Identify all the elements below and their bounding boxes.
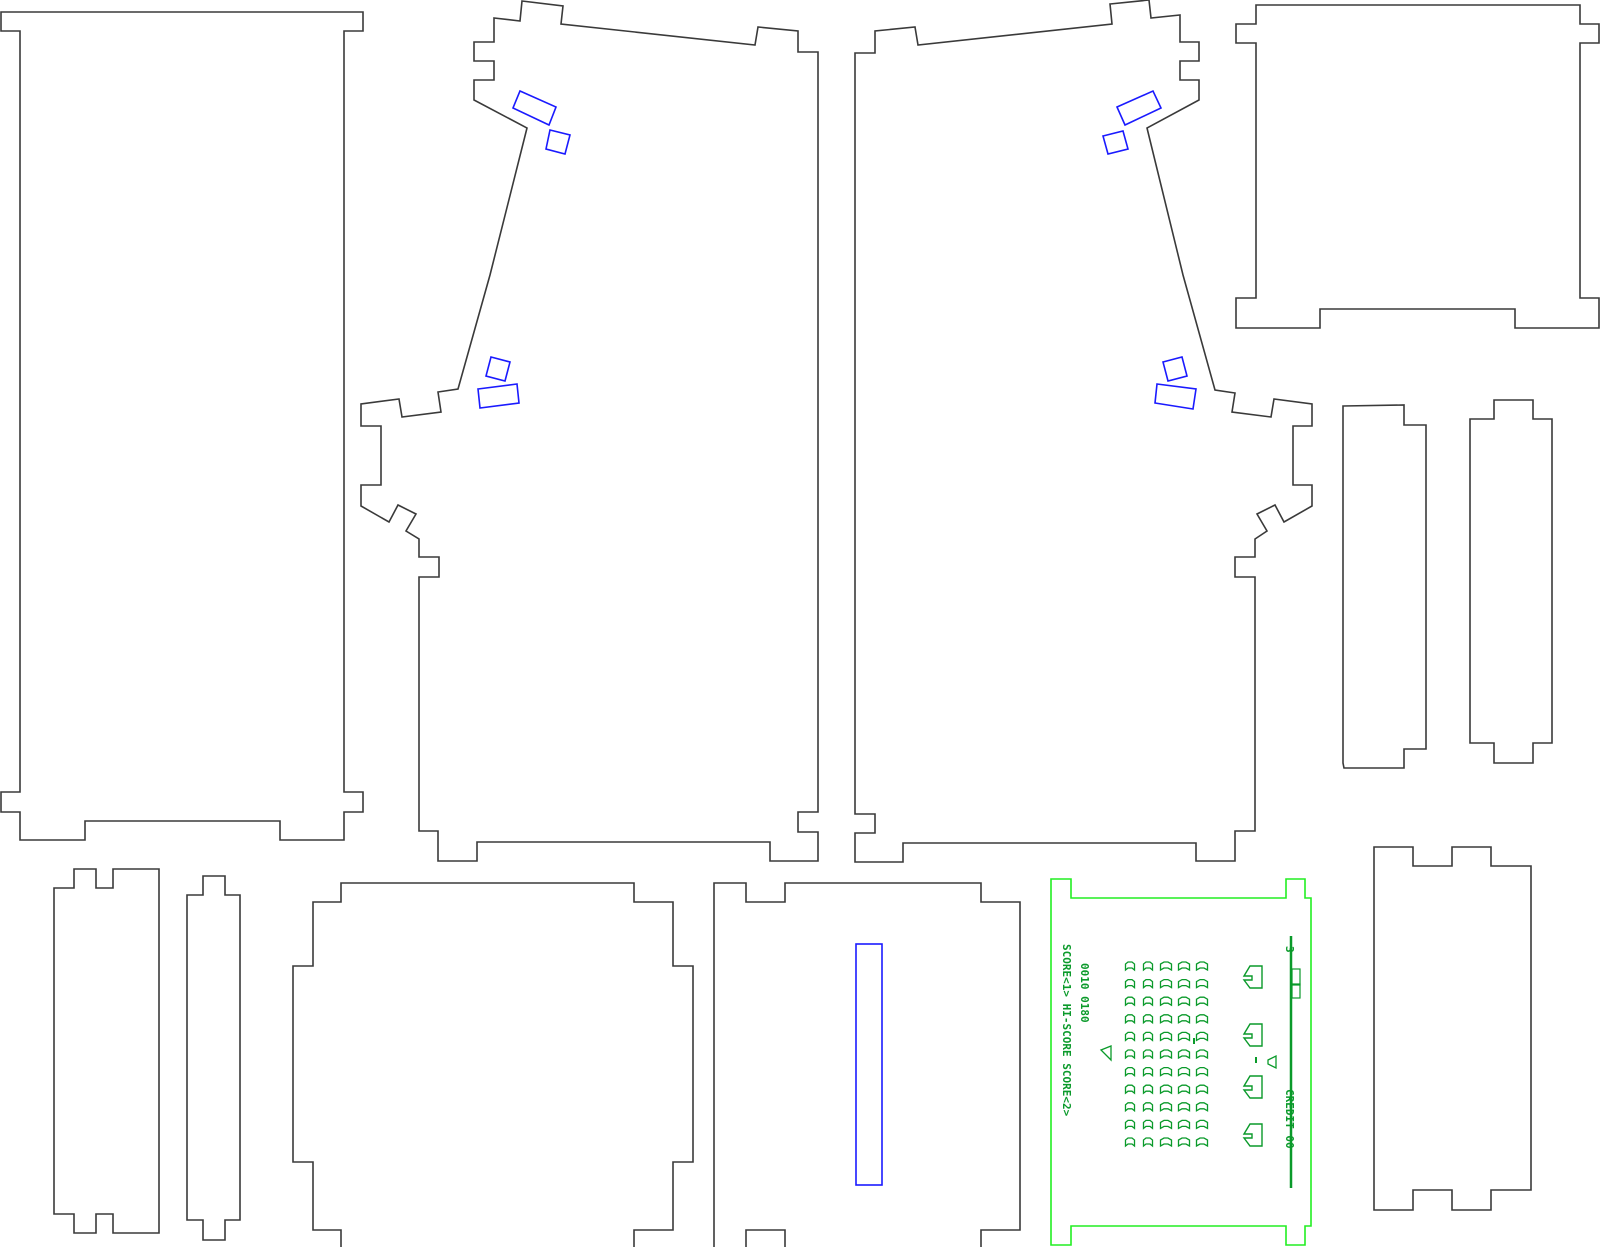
invader-icon (1177, 996, 1191, 1007)
right-side-cutout-top-small (1102, 130, 1129, 155)
invader-icon (1124, 1137, 1136, 1148)
kick-panel (1373, 846, 1532, 1211)
front-strip-left (53, 868, 160, 1234)
invader-icon (1195, 978, 1209, 989)
left-side-cutout-top-large (511, 89, 558, 127)
screen-bezel-panel (713, 882, 1021, 1247)
invader-icon (1124, 961, 1136, 972)
marquee-lives: 3 (1283, 946, 1296, 953)
bunker-icon (1242, 1075, 1263, 1099)
invader-icon (1177, 1119, 1191, 1130)
invader-icon (1159, 1137, 1173, 1148)
reserve-cannon-icon (1291, 968, 1301, 999)
invader-icon (1124, 1031, 1136, 1042)
speaker-panel (1342, 404, 1427, 769)
invader-icon (1124, 1049, 1136, 1060)
invader-icon (1159, 1084, 1173, 1095)
invader-icon (1195, 1119, 1209, 1130)
marquee-panel (1050, 878, 1312, 1246)
invader-icon (1124, 1119, 1136, 1130)
invader-icon (1124, 996, 1136, 1007)
invader-icon (1142, 1102, 1154, 1113)
invader-icon (1195, 1014, 1209, 1024)
bunker-icon (1242, 965, 1263, 989)
invader-icon (1124, 1102, 1136, 1113)
bunker-icon (1242, 1023, 1263, 1047)
invader-icon (1159, 1119, 1173, 1130)
bunker-icon (1242, 1123, 1263, 1147)
player-cannon (1267, 1054, 1277, 1070)
left-side-cutout-mid-small (485, 356, 511, 382)
invader-icon (1177, 1031, 1191, 1042)
marquee-credit: CREDIT 00 (1283, 1089, 1296, 1149)
invader-icon (1159, 978, 1173, 989)
invader-icon (1177, 1066, 1191, 1077)
right-side-cutout-mid-large (1154, 383, 1197, 410)
invader-icon (1142, 1137, 1154, 1148)
marquee-artwork: SCORE<1> HI-SCORE SCORE<2> 0010 0180 CRE… (1060, 936, 1301, 1188)
left-side-cutout-top-small (545, 129, 571, 155)
right-side-panel (854, 0, 1313, 863)
invader-icon (1159, 1014, 1173, 1024)
invader-icon (1177, 1084, 1191, 1095)
invader-icon (1142, 961, 1154, 972)
invader-icon (1159, 961, 1173, 972)
invader-icon (1142, 978, 1154, 989)
invader-icon (1124, 1066, 1136, 1077)
marquee-score-header: SCORE<1> HI-SCORE SCORE<2> (1060, 944, 1073, 1117)
invader-icon (1159, 996, 1173, 1007)
invader-icon (1177, 1137, 1191, 1148)
invader-icon (1142, 1066, 1154, 1077)
base-panel (292, 882, 694, 1247)
invader-icon (1195, 961, 1209, 972)
screen-bezel-slot (855, 943, 883, 1186)
left-side-panel (360, 0, 819, 862)
invader-icon (1177, 978, 1191, 989)
invader-icon (1142, 1084, 1154, 1095)
invader-icon (1142, 1014, 1154, 1025)
invader-icon (1177, 961, 1191, 972)
coin-door-panel (1469, 399, 1553, 764)
invader-icon (1177, 1049, 1191, 1060)
left-side-cutout-mid-large (477, 383, 520, 409)
invader-icon (1124, 1084, 1136, 1095)
invader-icon (1142, 1049, 1154, 1060)
back-panel (0, 11, 364, 841)
invader-icon (1124, 978, 1136, 989)
invader-icon (1195, 1137, 1209, 1148)
right-side-cutout-mid-small (1162, 356, 1188, 382)
marquee-score-values: 0010 0180 (1078, 963, 1091, 1023)
ufo-icon (1099, 1045, 1112, 1062)
invader-icon (1124, 1014, 1136, 1025)
invader-icon (1195, 1102, 1209, 1112)
invader-icon (1177, 1102, 1191, 1112)
invader-icon (1159, 1031, 1173, 1042)
invader-icon (1177, 1014, 1191, 1024)
invader-icon (1142, 1119, 1154, 1130)
front-strip-right (186, 875, 241, 1241)
invader-icon (1195, 1066, 1209, 1077)
invader-icon (1159, 1066, 1173, 1077)
invader-icon (1142, 996, 1154, 1007)
invader-grid (1124, 961, 1209, 1148)
invader-icon (1159, 1049, 1173, 1060)
invader-icon (1195, 996, 1209, 1007)
invader-icon (1159, 1102, 1173, 1112)
invader-icon (1195, 1049, 1209, 1060)
invader-icon (1195, 1084, 1209, 1095)
invader-icon (1142, 1031, 1154, 1042)
top-panel (1235, 4, 1600, 329)
bunker-row (1242, 965, 1263, 1147)
right-side-cutout-top-large (1115, 89, 1163, 127)
invader-icon (1195, 1031, 1209, 1042)
